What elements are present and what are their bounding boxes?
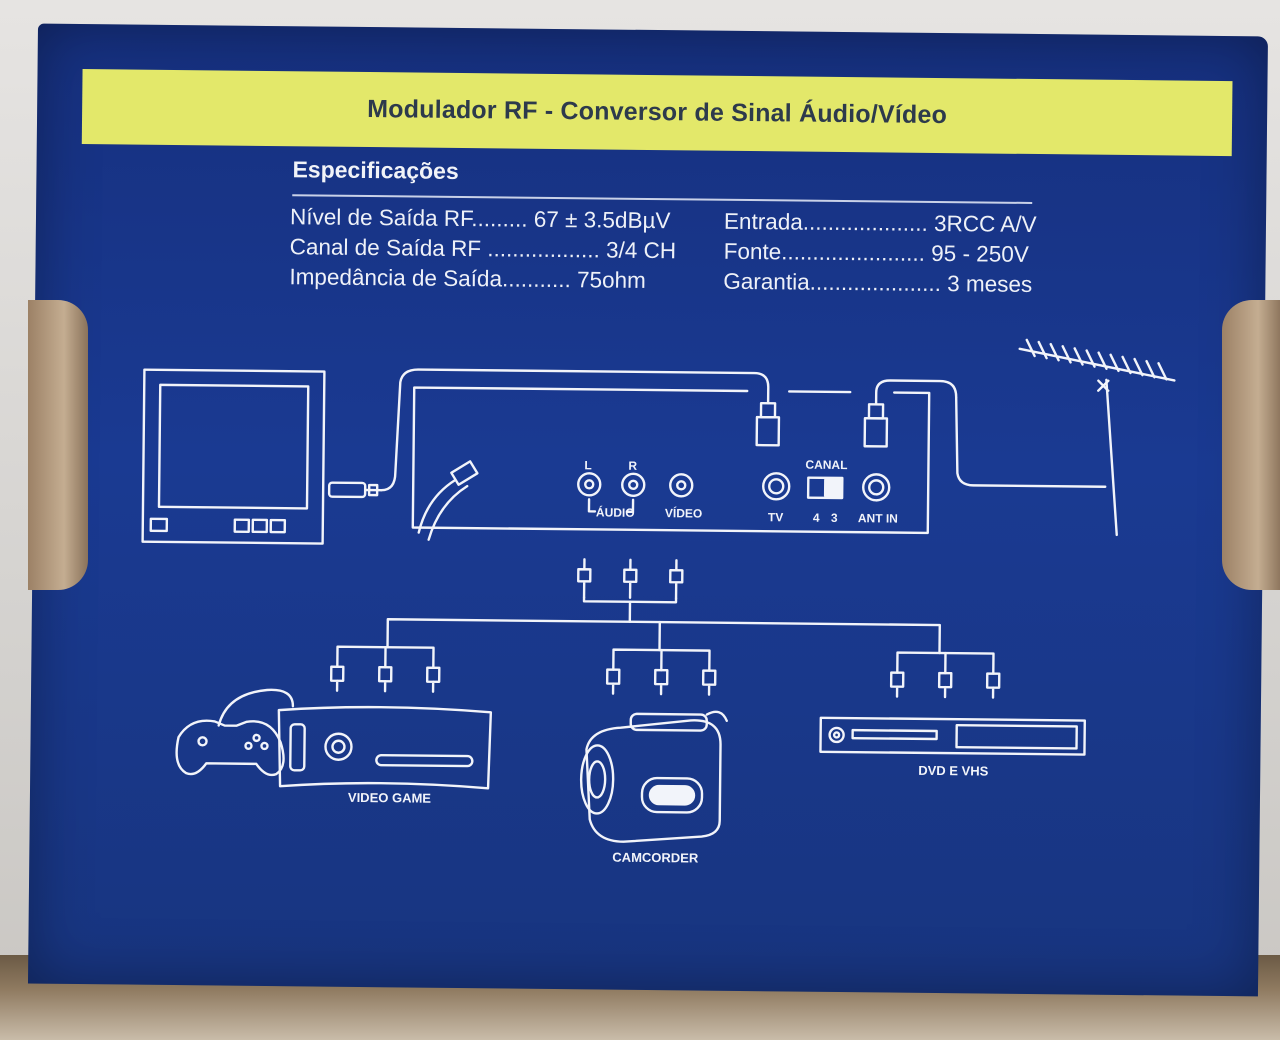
camcorder-rca-plugs-icon [605,648,717,696]
tv-icon [141,368,326,545]
tv-cable-plug-icon [755,401,781,447]
video-port-icon [669,473,694,498]
port-label-r: R [628,459,637,473]
port-label-video: VÍDEO [665,505,702,520]
connection-diagram: L R ÁUDIO VÍDEO TV CANAL 4 3 ANT IN VIDE… [141,338,1176,866]
tv-rf-plug-icon [327,481,383,499]
product-box-back: Modulador RF - Conversor de Sinal Áudio/… [27,23,1268,997]
camcorder-icon [579,710,728,843]
tv-cable [379,368,770,492]
dvd-vhs-icon [819,716,1086,756]
box-handle-cutout-left [28,300,88,590]
tv-out-port-icon [762,472,791,501]
audio-bracket [587,498,635,514]
dvd-rca-plugs-icon [889,651,1001,699]
game-controller-icon [175,688,295,777]
port-label-audio: ÁUDIO [596,504,635,519]
port-label-tv: TV [768,510,783,524]
modulator-body [411,386,931,535]
port-label-ant-in: ANT IN [858,511,898,525]
antenna-icon [1018,338,1176,537]
audio-l-port-icon [577,472,602,497]
console-rca-plugs-icon [329,645,441,693]
device-label-dvd-vhs: DVD E VHS [918,763,989,779]
port-label-ch4: 4 [813,511,820,525]
device-label-camcorder: CAMCORDER [612,850,699,866]
power-cable-icon [417,460,479,541]
box-handle-cutout-right [1222,300,1280,590]
device-label-video-game: VIDEO GAME [348,790,432,806]
port-label-l: L [584,458,591,472]
antenna-cable-plug-icon [863,403,889,448]
ant-in-port-icon [862,473,891,502]
channel-switch-icon [806,476,844,500]
antenna-cable [874,379,1107,488]
game-console-icon [277,705,493,790]
main-rca-plugs-icon [386,558,941,655]
port-label-ch3: 3 [831,511,838,525]
port-label-canal: CANAL [805,458,847,472]
audio-r-port-icon [621,472,646,498]
